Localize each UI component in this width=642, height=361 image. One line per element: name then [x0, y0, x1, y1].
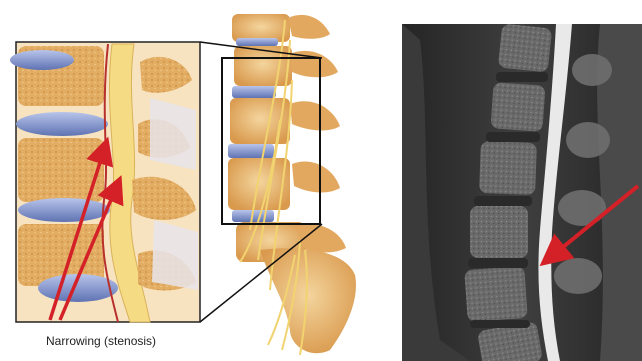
full-spine-illustration	[222, 14, 356, 355]
disc	[16, 112, 108, 136]
zoomed-spine-inset	[10, 42, 200, 322]
disc	[10, 50, 74, 70]
disc	[18, 198, 110, 222]
inset-vertebral-bodies	[10, 46, 118, 302]
spinous-processes	[288, 15, 346, 253]
illustration-caption: Narrowing (stenosis)	[46, 334, 156, 348]
mri-image	[402, 24, 642, 361]
